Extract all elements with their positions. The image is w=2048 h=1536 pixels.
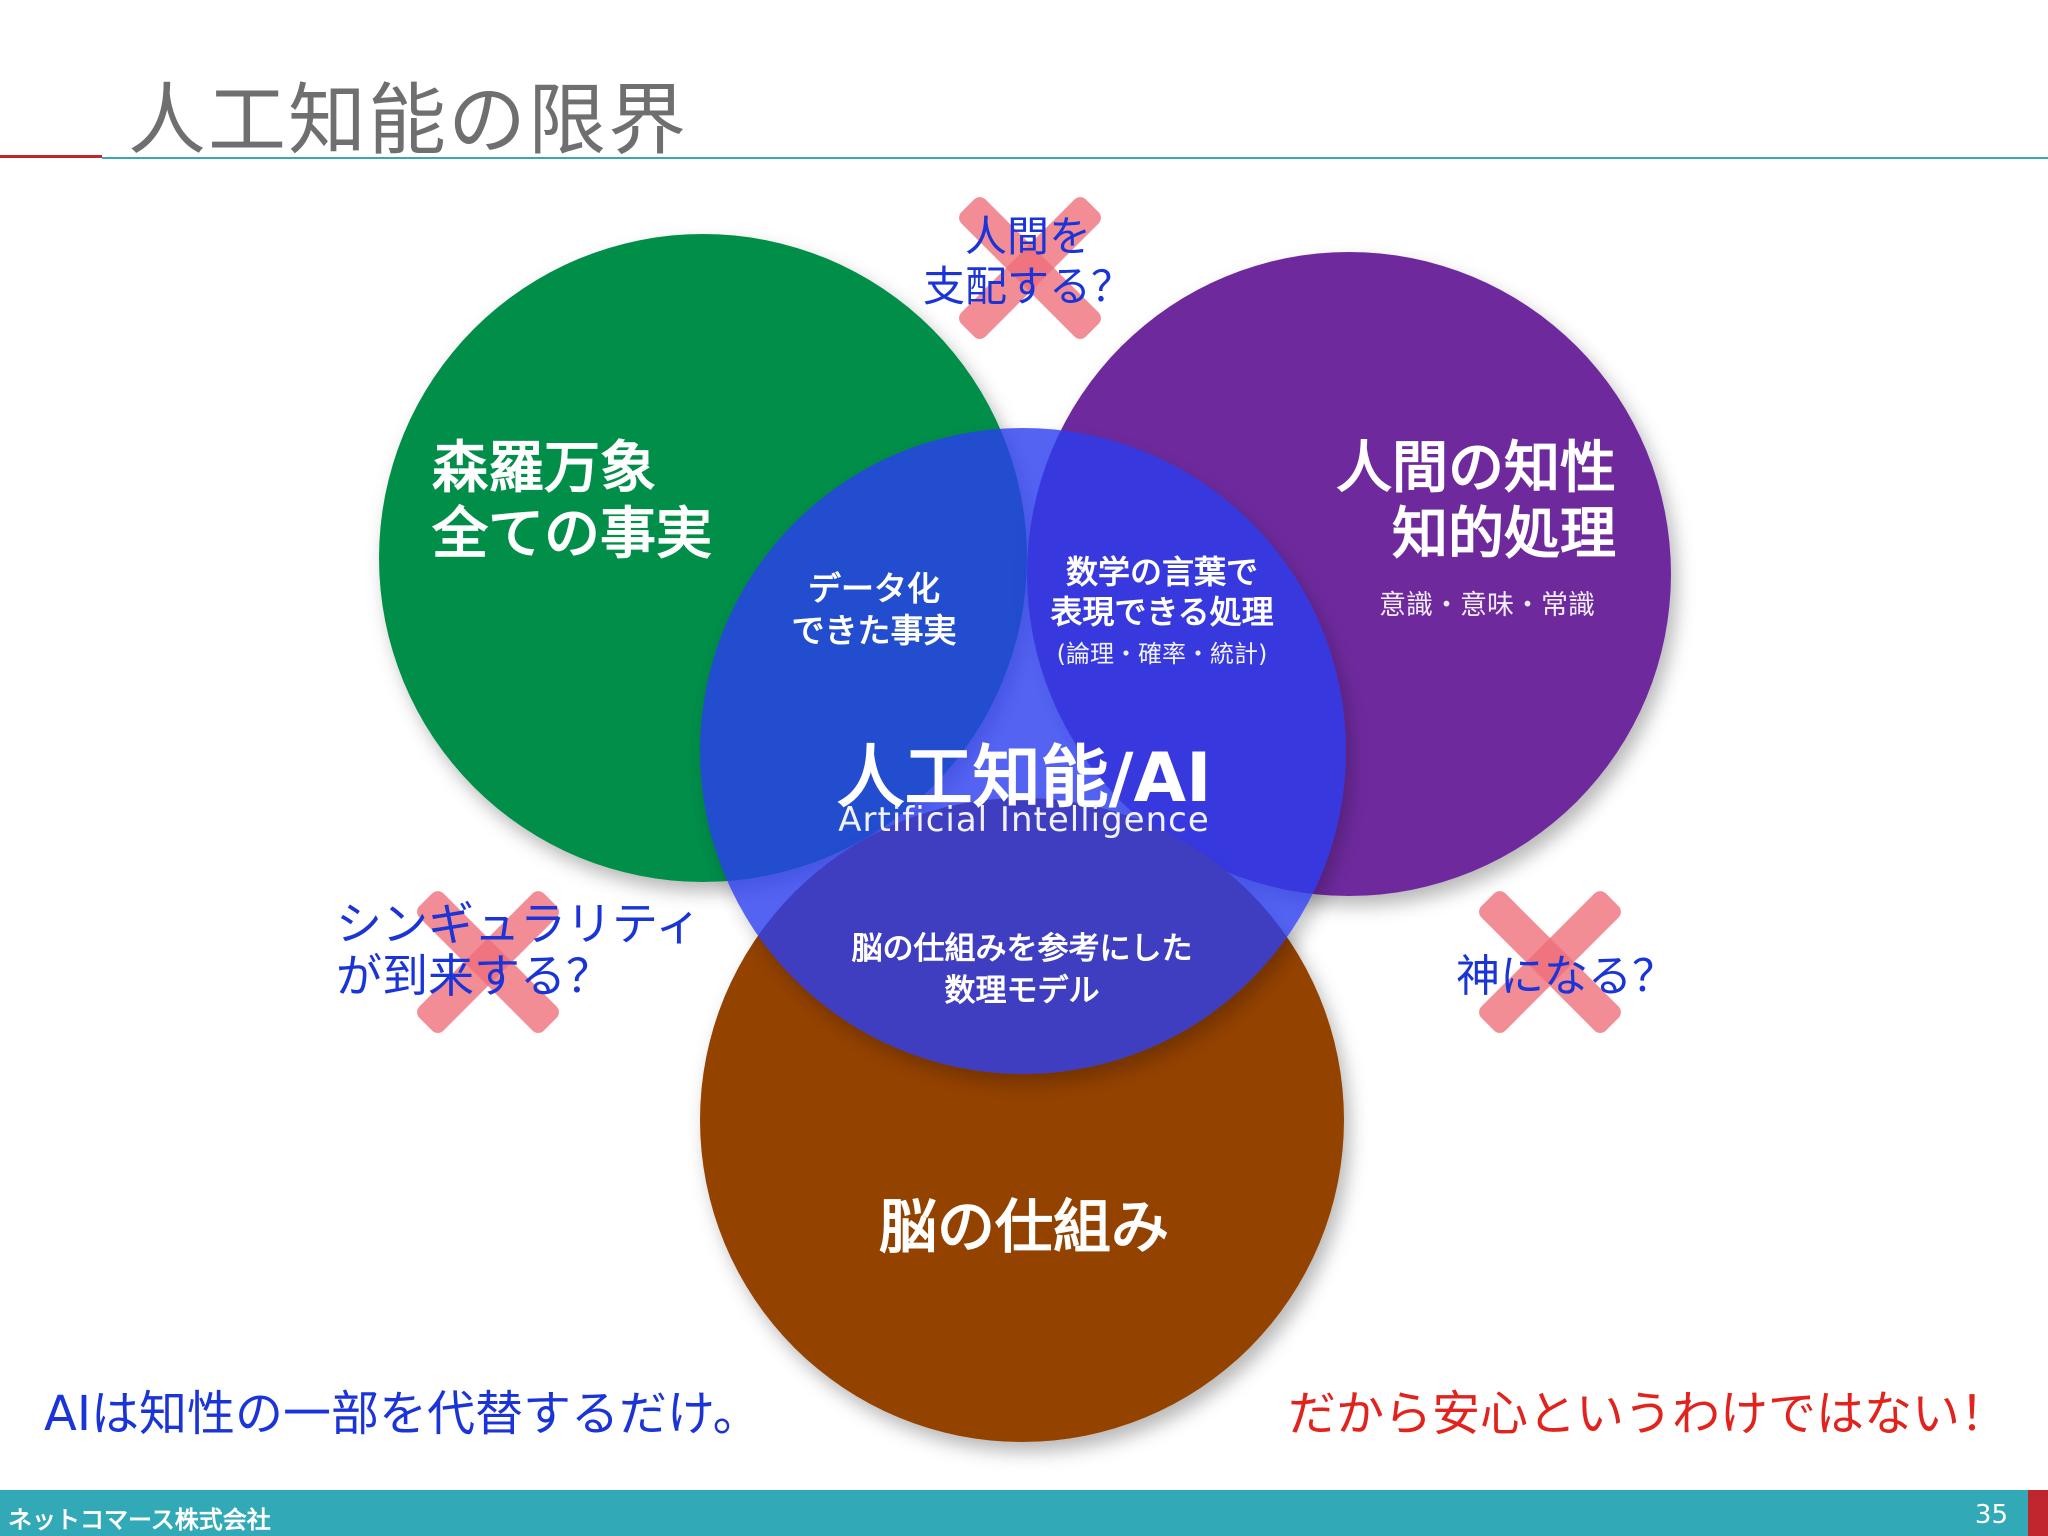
purple-label-line: 人間の知性 <box>1336 436 1616 501</box>
claim-right: 神になる？ <box>1456 951 1676 1002</box>
conclusion-right: だから安心というわけではない！ <box>1287 1386 2008 1442</box>
overlap-line: できた事実 <box>791 611 957 650</box>
slide-title: 人工知能の限界 <box>128 76 689 166</box>
purple-label-line: 知的処理 <box>1392 502 1616 567</box>
overlap-purple-ai-sublabel: (論理・確率・統計) <box>1056 640 1268 668</box>
ai-circle-label: 人工知能/AI <box>836 739 1212 818</box>
overlap-line: データ化 <box>808 569 940 608</box>
purple-circle-sublabel: 意識・意味・常識 <box>1379 590 1595 621</box>
claim-left: シンギュラリティ が到来する？ <box>336 898 701 1002</box>
overlap-brown-ai-label: 脳の仕組みを参考にした 数理モデル <box>852 928 1193 1012</box>
company-name: ネットコマース株式会社 <box>8 1506 271 1534</box>
overlap-line: 脳の仕組みを参考にした <box>851 931 1193 967</box>
purple-circle-label: 人間の知性 知的処理 <box>1336 436 1616 568</box>
claim-line: シンギュラリティ <box>336 897 702 951</box>
claim-top: 人間を 支配する？ <box>923 212 1133 312</box>
claim-line: 人間を <box>964 212 1092 261</box>
overlap-green-ai-label: データ化 できた事実 <box>792 568 957 652</box>
green-circle-label: 森羅万象 全ての事実 <box>432 436 712 568</box>
footer-bar <box>0 1490 2028 1536</box>
title-rule <box>102 157 2048 159</box>
conclusion-left: AIは知性の一部を代替するだけ。 <box>44 1386 761 1442</box>
ai-circle <box>700 428 1346 1074</box>
overlap-line: 表現できる処理 <box>1050 593 1274 631</box>
overlap-line: 数理モデル <box>944 973 1100 1009</box>
ai-circle-sublabel: Artificial Intelligence <box>838 800 1210 840</box>
claim-line: が到来する？ <box>336 949 612 1003</box>
page-number: 35 <box>1974 1500 2008 1530</box>
overlap-purple-ai-label: 数学の言葉で 表現できる処理 <box>1050 552 1273 632</box>
title-rule-accent <box>0 155 102 158</box>
green-label-line: 全ての事実 <box>432 502 712 567</box>
footer-accent <box>2028 1490 2048 1536</box>
brown-circle-label: 脳の仕組み <box>878 1193 1170 1261</box>
green-label-line: 森羅万象 <box>432 436 656 501</box>
overlap-line: 数学の言葉で <box>1065 553 1258 591</box>
claim-line: 支配する？ <box>922 262 1134 311</box>
